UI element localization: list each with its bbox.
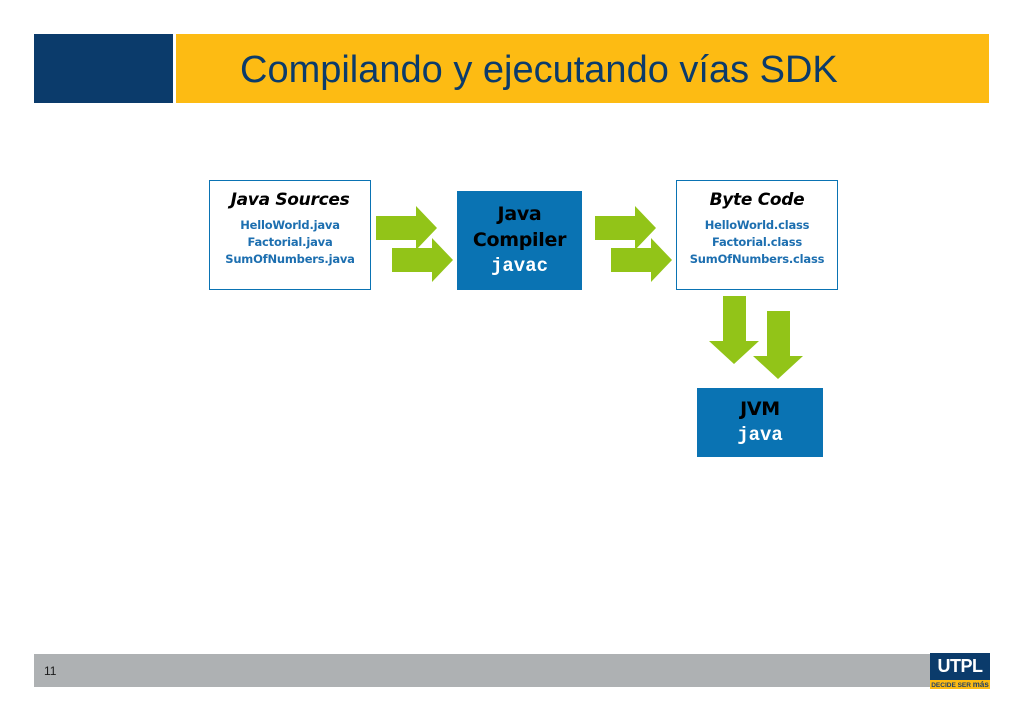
- class-file: Factorial.class: [711, 235, 803, 249]
- jvm-label: JVM: [740, 398, 780, 420]
- green-arrow-icon: [392, 238, 453, 282]
- green-arrow-icon: [611, 238, 672, 282]
- logo-tagline: DECIDE SER más: [930, 680, 990, 689]
- source-file: SumOfNumbers.java: [225, 252, 355, 266]
- java-sources-heading: Java Sources: [230, 190, 350, 210]
- source-file: Factorial.java: [247, 235, 333, 249]
- source-file: HelloWorld.java: [240, 218, 340, 232]
- compiler-command: javac: [490, 255, 548, 277]
- java-sources-box: Java Sources HelloWorld.java Factorial.j…: [209, 180, 371, 290]
- header-gold-bar: [176, 34, 989, 103]
- page-number: 11: [44, 664, 57, 678]
- slide-title: Compilando y ejecutando vías SDK: [240, 49, 838, 91]
- jvm-command: java: [737, 424, 783, 446]
- compiler-label-line2: Compiler: [472, 229, 567, 251]
- compiler-label-line1: Java: [497, 203, 542, 225]
- class-file: HelloWorld.class: [704, 218, 810, 232]
- logo-tagline-prefix: DECIDE SER: [931, 682, 971, 689]
- java-compiler-box: Java Compiler javac: [457, 191, 582, 290]
- footer-bar: [34, 654, 989, 687]
- logo-tagline-emphasis: más: [972, 680, 989, 689]
- utpl-logo: UTPL DECIDE SER más: [930, 653, 990, 689]
- header-navy-block: [34, 34, 173, 103]
- class-file: SumOfNumbers.class: [689, 252, 825, 266]
- green-arrow-icon: [709, 296, 759, 364]
- logo-name: UTPL: [930, 653, 990, 680]
- byte-code-heading: Byte Code: [709, 190, 805, 210]
- jvm-box: JVM java: [697, 388, 823, 457]
- green-arrow-icon: [753, 311, 803, 379]
- green-arrow-icon: [595, 206, 656, 250]
- byte-code-box: Byte Code HelloWorld.class Factorial.cla…: [676, 180, 838, 290]
- green-arrow-icon: [376, 206, 437, 250]
